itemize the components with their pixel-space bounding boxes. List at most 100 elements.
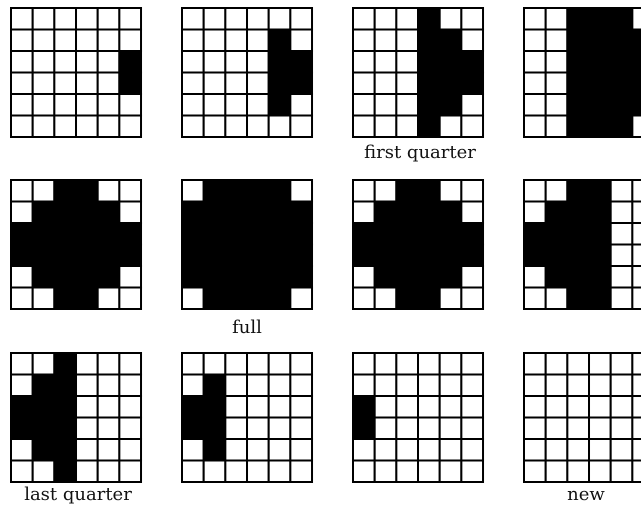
dark-cell <box>33 375 55 397</box>
light-cell <box>632 245 641 267</box>
light-cell <box>33 116 55 138</box>
dark-cell <box>567 288 589 310</box>
dark-cell <box>524 245 546 267</box>
light-cell <box>524 375 546 397</box>
light-cell <box>546 51 568 73</box>
light-cell <box>247 51 269 73</box>
light-cell <box>182 288 204 310</box>
light-cell <box>76 30 98 52</box>
dark-cell <box>247 223 269 245</box>
light-cell <box>98 396 120 418</box>
light-cell <box>396 116 418 138</box>
light-cell <box>524 439 546 461</box>
light-cell <box>396 461 418 483</box>
dark-cell <box>119 245 141 267</box>
dark-cell <box>418 288 440 310</box>
dark-cell <box>54 375 76 397</box>
dark-cell <box>546 266 568 288</box>
dark-cell <box>290 202 312 224</box>
dark-cell <box>440 30 462 52</box>
light-cell <box>290 396 312 418</box>
light-cell <box>98 73 120 95</box>
dark-cell <box>375 202 397 224</box>
light-cell <box>204 116 226 138</box>
light-cell <box>546 180 568 202</box>
dark-cell <box>269 180 291 202</box>
light-cell <box>418 418 440 440</box>
light-cell <box>182 353 204 375</box>
dark-cell <box>375 245 397 267</box>
dark-cell <box>269 245 291 267</box>
light-cell <box>632 8 641 30</box>
light-cell <box>225 8 247 30</box>
light-cell <box>98 30 120 52</box>
dark-cell <box>567 223 589 245</box>
light-cell <box>76 116 98 138</box>
light-cell <box>119 461 141 483</box>
light-cell <box>290 30 312 52</box>
light-cell <box>524 30 546 52</box>
light-cell <box>247 73 269 95</box>
dark-cell <box>247 266 269 288</box>
dark-cell <box>418 116 440 138</box>
dark-cell <box>353 245 375 267</box>
light-cell <box>396 418 418 440</box>
light-cell <box>524 266 546 288</box>
dark-cell <box>54 418 76 440</box>
light-cell <box>119 288 141 310</box>
light-cell <box>182 94 204 116</box>
light-cell <box>119 94 141 116</box>
light-cell <box>182 51 204 73</box>
light-cell <box>269 375 291 397</box>
dark-cell <box>418 202 440 224</box>
dark-cell <box>611 30 633 52</box>
light-cell <box>546 396 568 418</box>
label-full: full <box>232 317 262 338</box>
light-cell <box>375 353 397 375</box>
dark-cell <box>353 418 375 440</box>
light-cell <box>440 180 462 202</box>
dark-cell <box>54 461 76 483</box>
dark-cell <box>33 223 55 245</box>
light-cell <box>269 396 291 418</box>
dark-cell <box>204 439 226 461</box>
light-cell <box>546 375 568 397</box>
dark-cell <box>76 223 98 245</box>
light-cell <box>375 375 397 397</box>
light-cell <box>589 396 611 418</box>
light-cell <box>353 375 375 397</box>
light-cell <box>375 94 397 116</box>
light-cell <box>396 51 418 73</box>
light-cell <box>11 202 33 224</box>
light-cell <box>418 396 440 418</box>
light-cell <box>290 353 312 375</box>
light-cell <box>269 439 291 461</box>
dark-cell <box>269 73 291 95</box>
light-cell <box>546 353 568 375</box>
dark-cell <box>589 266 611 288</box>
light-cell <box>611 202 633 224</box>
light-cell <box>375 396 397 418</box>
light-cell <box>119 202 141 224</box>
light-cell <box>461 180 483 202</box>
light-cell <box>611 375 633 397</box>
light-cell <box>546 418 568 440</box>
dark-cell <box>204 180 226 202</box>
light-cell <box>375 116 397 138</box>
dark-cell <box>98 245 120 267</box>
light-cell <box>76 461 98 483</box>
light-cell <box>632 418 641 440</box>
light-cell <box>546 30 568 52</box>
light-cell <box>33 94 55 116</box>
dark-cell <box>269 223 291 245</box>
dark-cell <box>247 180 269 202</box>
light-cell <box>33 288 55 310</box>
light-cell <box>76 94 98 116</box>
dark-cell <box>11 245 33 267</box>
light-cell <box>611 396 633 418</box>
dark-cell <box>290 223 312 245</box>
light-cell <box>33 73 55 95</box>
dark-cell <box>269 94 291 116</box>
dark-cell <box>76 288 98 310</box>
light-cell <box>396 353 418 375</box>
